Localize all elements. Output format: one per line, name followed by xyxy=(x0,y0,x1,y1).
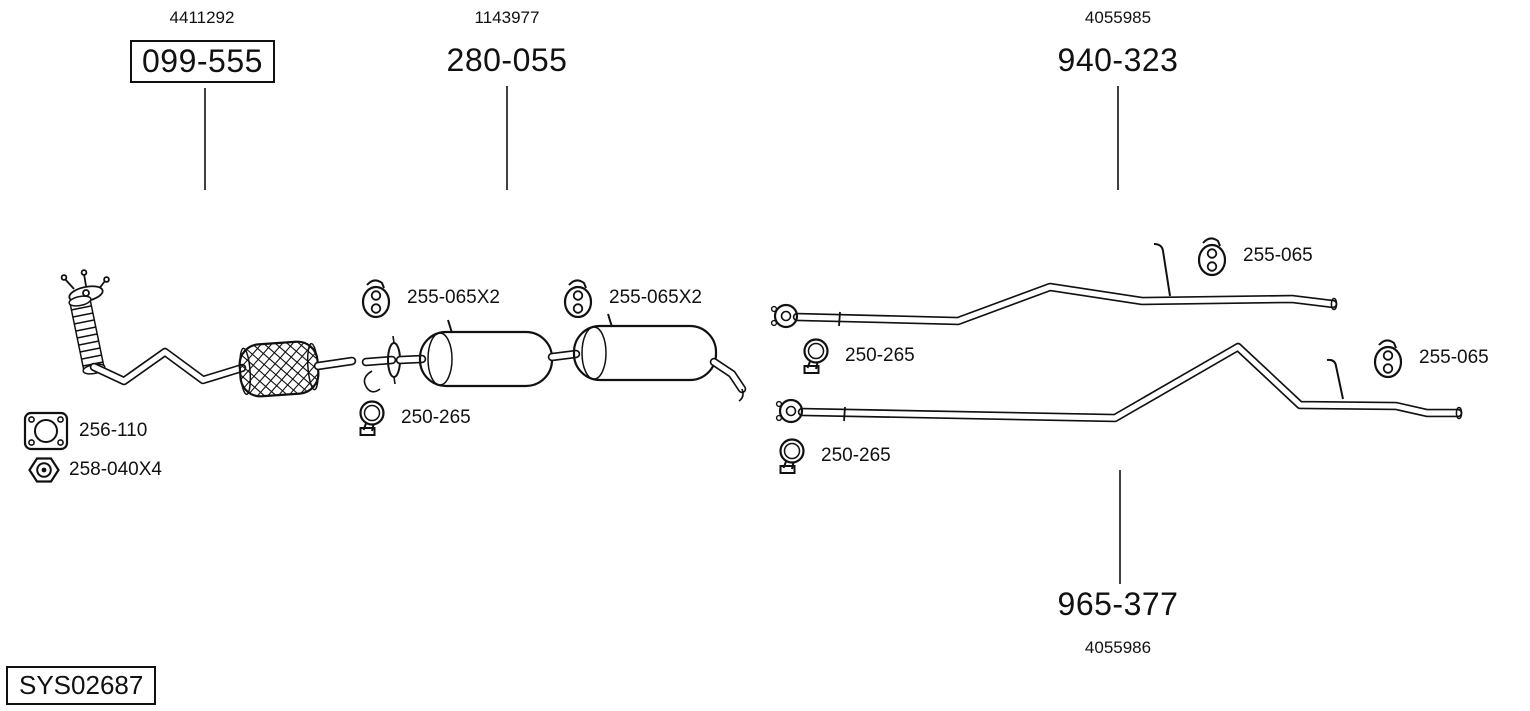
fitting-label: 256-110 xyxy=(79,420,148,441)
ref-number-tailpipe-lower: 4055986 xyxy=(1084,638,1152,657)
fitting-nut: 258-040X4 xyxy=(28,455,162,485)
ref-number-centre-silencer: 1143977 xyxy=(474,8,540,27)
flex-braid xyxy=(68,295,106,375)
part-number-tailpipe-upper: 940-323 xyxy=(1057,42,1179,78)
centre-silencer-drawing xyxy=(361,313,747,402)
ref-number-tailpipe-upper: 4055985 xyxy=(1084,8,1152,27)
part-number-tailpipe-lower: 965-377 xyxy=(1057,586,1179,622)
fitting-gasket: 256-110 xyxy=(22,410,147,452)
fitting-hanger-upper: 255-065 xyxy=(1190,234,1313,278)
fitting-label: 250-265 xyxy=(845,345,915,366)
fitting-label: 250-265 xyxy=(401,407,471,428)
fitting-clamp-lower: 250-265 xyxy=(772,436,891,476)
rubber-hanger-icon xyxy=(563,279,593,319)
fitting-hanger-mid-right: 255-065X2 xyxy=(556,276,702,320)
fitting-label: 255-065X2 xyxy=(407,287,500,308)
rubber-hanger-icon xyxy=(1197,237,1227,277)
nut-icon xyxy=(28,457,60,483)
tailpipe-upper-drawing xyxy=(770,243,1338,329)
leader-lines xyxy=(204,86,1121,584)
part-number-front-pipe: 099-555 xyxy=(130,40,275,83)
fitting-label: 255-065 xyxy=(1243,245,1313,266)
flange-gasket-icon xyxy=(23,411,69,451)
fitting-clamp-upper: 250-265 xyxy=(796,336,915,376)
system-code-box: SYS02687 xyxy=(6,666,157,705)
fitting-label: 255-065X2 xyxy=(609,287,702,308)
tailpipe-lower-drawing xyxy=(775,342,1463,424)
fitting-hanger-lower: 255-065 xyxy=(1366,336,1489,380)
part-number-centre-silencer: 280-055 xyxy=(446,42,568,78)
clamp-icon xyxy=(359,400,385,436)
clamp-icon xyxy=(803,338,829,374)
fitting-label: 250-265 xyxy=(821,445,891,466)
fitting-label: 258-040X4 xyxy=(69,459,162,480)
rubber-hanger-icon xyxy=(361,279,391,319)
clamp-icon xyxy=(779,438,805,474)
fitting-hanger-mid-left: 255-065X2 xyxy=(354,276,500,320)
system-code: SYS02687 xyxy=(6,666,157,705)
catalytic-converter-drawing xyxy=(238,340,320,398)
rubber-hanger-icon xyxy=(1373,339,1403,379)
fitting-label: 255-065 xyxy=(1419,347,1489,368)
fitting-clamp-mid: 250-265 xyxy=(352,398,471,438)
part-number-box-front-pipe: 099-555 xyxy=(130,40,275,83)
ref-number-front-pipe: 4411292 xyxy=(169,8,235,27)
front-pipe-drawing xyxy=(60,269,357,398)
